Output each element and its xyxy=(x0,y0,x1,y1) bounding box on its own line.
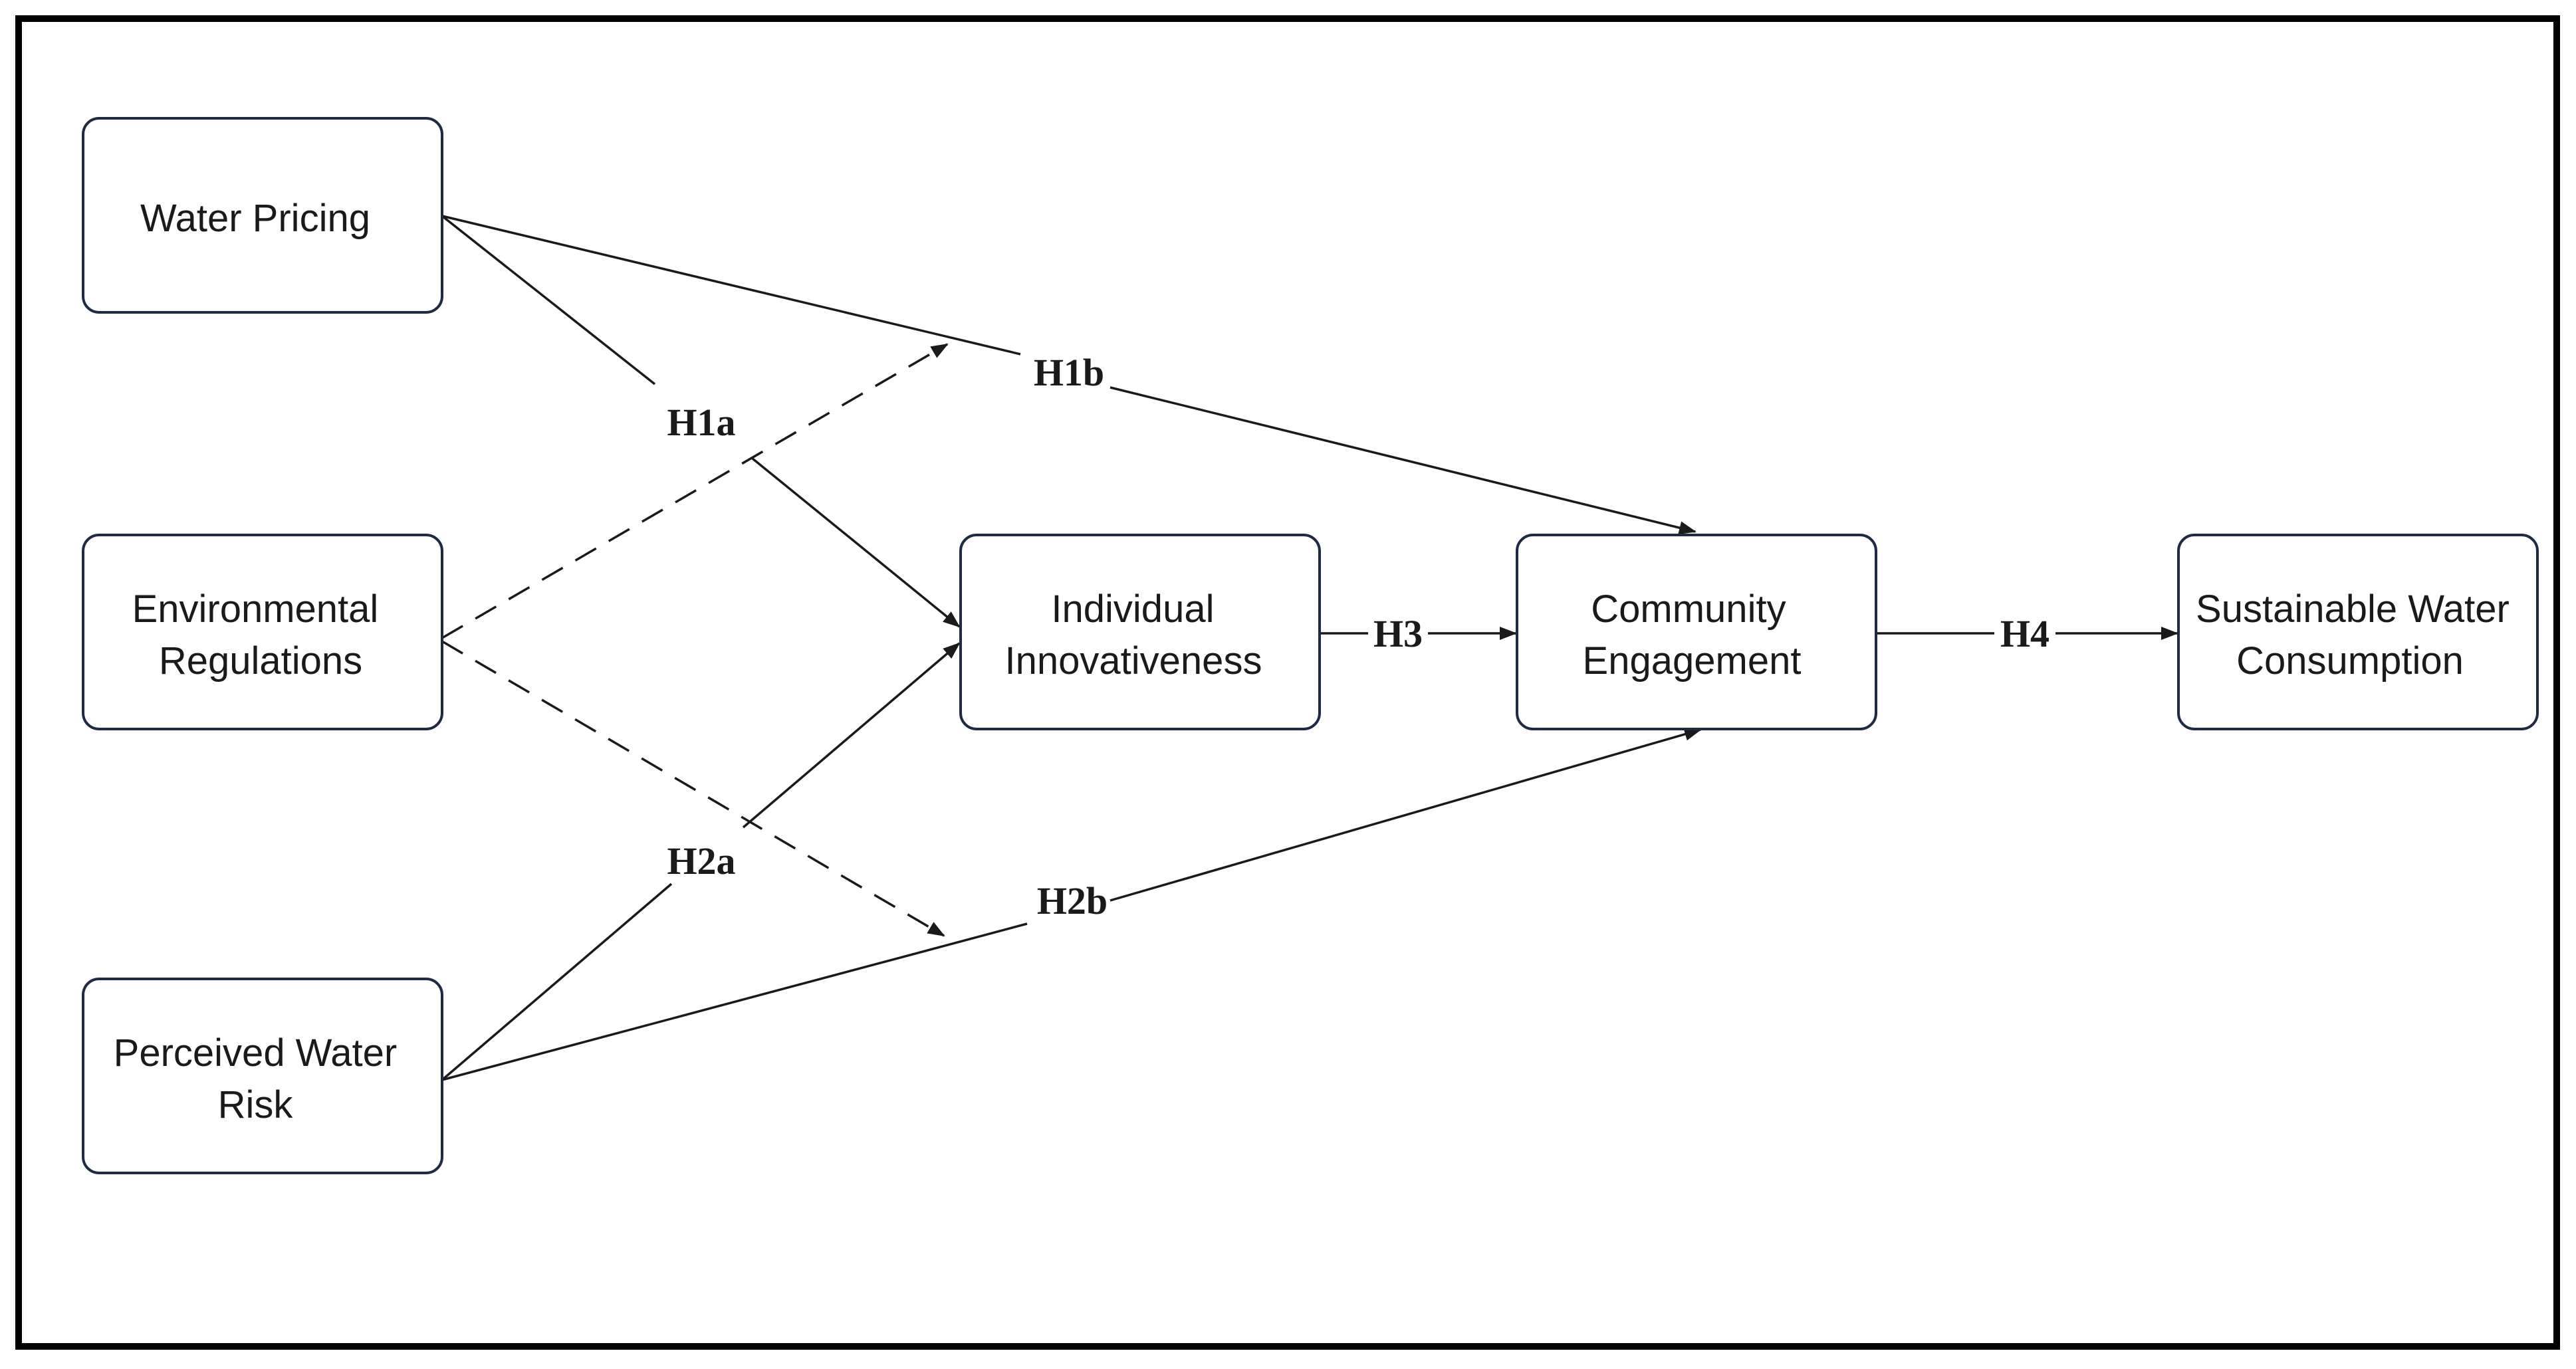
node-label-line: Environmental xyxy=(132,587,379,631)
edge-environmental-regulations-moderation-lower xyxy=(441,640,945,937)
edge-perceived-risk-to-individual-innovativeness-continued xyxy=(742,642,961,829)
svg-text:Sustainable Water Consum: Sustainable Water Consumption xyxy=(2196,587,2520,683)
node-label-line: Individual xyxy=(1051,587,1214,631)
node-label-line: Sustainable Water xyxy=(2196,587,2510,631)
hypothesis-label-h3: H3 xyxy=(1373,612,1423,655)
node-label-line: Engagement xyxy=(1583,639,1802,683)
hypothesis-label-h1b: H1b xyxy=(1034,351,1104,394)
node-sustainable-water-consumption: Sustainable Water Consumption xyxy=(2177,534,2539,730)
node-label-line: Perceived Water xyxy=(114,1031,398,1075)
svg-text:Perceived Water Risk: Perceived Water Risk xyxy=(114,1031,408,1126)
node-community-engagement: Community Engagement xyxy=(1516,534,1877,730)
edge-water-pricing-to-individual-innovativeness-continued xyxy=(751,457,961,628)
node-label-line: Regulations xyxy=(159,639,362,683)
hypothesis-label-h2b: H2b xyxy=(1037,879,1108,922)
svg-text:Community Engagement: Community Engagement xyxy=(1583,587,1802,683)
edge-perceived-risk-to-community-engagement xyxy=(441,922,1028,1081)
node-label-line: Consumption xyxy=(2236,639,2464,683)
svg-text:Environmental Regulation: Environmental Regulations xyxy=(132,587,390,683)
edge-environmental-regulations-moderation-upper xyxy=(441,343,949,639)
svg-text:Individual Innovativenes: Individual Innovativeness xyxy=(1005,587,1262,683)
svg-text:Water Pricing: Water Pricing xyxy=(140,197,370,240)
edge-water-pricing-to-community-engagement xyxy=(441,215,1021,356)
node-environmental-regulations: Environmental Regulations xyxy=(82,534,443,730)
node-label-line: Community xyxy=(1591,587,1786,631)
hypothesis-label-h4: H4 xyxy=(2000,612,2049,655)
node-perceived-water-risk: Perceived Water Risk xyxy=(82,978,443,1174)
node-label-line: Water Pricing xyxy=(140,197,370,240)
node-label-line: Innovativeness xyxy=(1005,639,1262,683)
hypothesis-label-h2a: H2a xyxy=(667,839,735,883)
edge-water-pricing-to-individual-innovativeness xyxy=(441,215,656,385)
node-label-line: Risk xyxy=(218,1083,294,1126)
hypothesis-label-h1a: H1a xyxy=(667,401,735,444)
diagram-frame xyxy=(15,15,2560,1350)
node-water-pricing: Water Pricing xyxy=(82,117,443,314)
node-individual-innovativeness: Individual Innovativeness xyxy=(959,534,1321,730)
edge-water-pricing-to-community-engagement-continued xyxy=(1110,386,1697,534)
edge-perceived-risk-to-individual-innovativeness xyxy=(441,883,673,1081)
edge-perceived-risk-to-community-engagement-continued xyxy=(1110,728,1702,902)
